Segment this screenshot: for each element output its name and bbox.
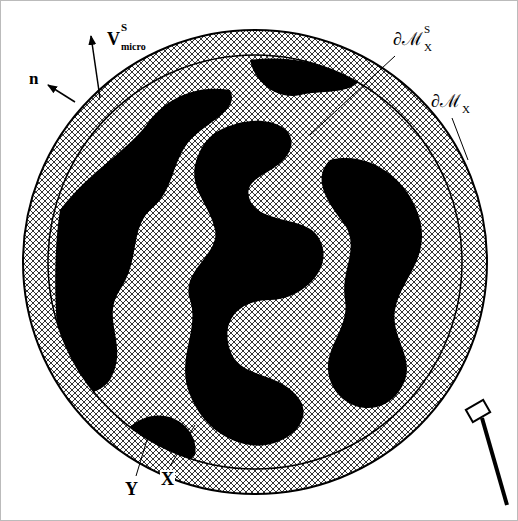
handle — [482, 418, 507, 505]
superscript: S — [120, 22, 128, 33]
leader-line — [452, 118, 468, 160]
boundary-symbol: ∂ℳ — [430, 92, 462, 110]
boundary-symbol: ∂ℳ — [392, 30, 424, 48]
velocity-arrow — [91, 36, 100, 98]
subscript: X — [461, 104, 471, 115]
region-label: Y — [124, 480, 139, 498]
vector-symbol: V — [106, 30, 121, 48]
inner-boundary — [48, 55, 462, 469]
leader-line — [170, 425, 195, 466]
leader-line — [136, 430, 150, 476]
subscript: micro — [120, 42, 147, 52]
subscript: X — [423, 42, 433, 53]
vector-symbol: n — [28, 70, 39, 87]
normal-arrow — [48, 85, 75, 102]
lens-disk — [23, 30, 487, 494]
superscript: S — [423, 24, 431, 35]
region-label: X — [160, 470, 175, 488]
handle-joint — [466, 400, 490, 422]
leader-line — [310, 56, 395, 135]
black-phase — [55, 58, 422, 464]
